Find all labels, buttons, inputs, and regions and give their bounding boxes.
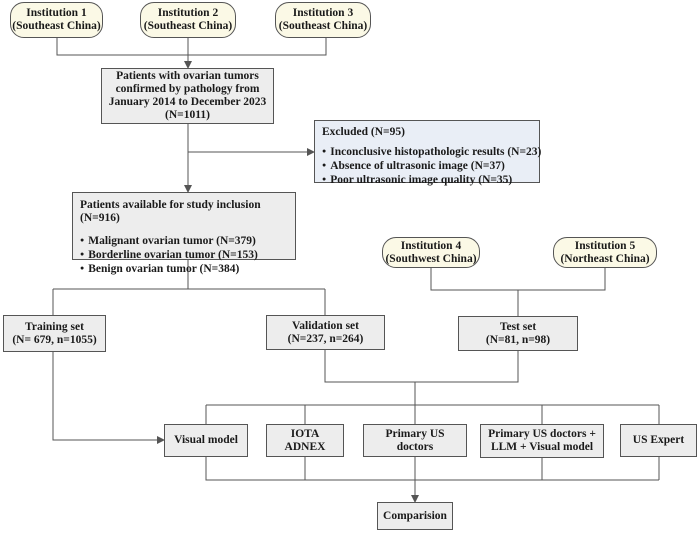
available-item: Benign ovarian tumor (N=384) [80, 262, 288, 276]
available-item: Borderline ovarian tumor (N=153) [80, 248, 288, 262]
patients-line-1: Patients with ovarian tumors [116, 70, 259, 82]
connector-val-test-down [324, 350, 519, 383]
institution-5-name: Institution 5 [574, 239, 636, 252]
institution-2-region: (Southeast China) [143, 20, 233, 32]
test-set-counts: (N=81, n=98) [485, 333, 551, 346]
institution-3-region: (Southeast China) [278, 20, 368, 32]
models-bottom-bus [205, 457, 660, 481]
training-set-counts: (N= 679, n=1055) [12, 333, 97, 346]
institution-1-region: (Southeast China) [12, 20, 101, 32]
excluded-list: Inconclusive histopathologic results (N=… [322, 145, 541, 187]
patients-line-3: January 2014 to December 2023 [108, 96, 267, 108]
visual-model-label: Visual model [174, 434, 238, 446]
validation-set-counts: (N=237, n=264) [287, 332, 364, 345]
us-expert-label: US Expert [632, 434, 685, 446]
institution-5-box: Institution 5 (Northeast China) [553, 237, 657, 268]
training-set-box: Training set (N= 679, n=1055) [3, 315, 106, 352]
iota-label-line-1: IOTA [290, 427, 320, 440]
iota-label-line-2: ADNEX [284, 440, 326, 453]
available-box: Patients available for study inclusion (… [72, 192, 296, 275]
institution-4-region: (Southwest China) [385, 252, 477, 265]
validation-set-box: Validation set (N=237, n=264) [266, 315, 385, 350]
test-set-box: Test set (N=81, n=98) [458, 316, 578, 351]
excluded-title: Excluded (N=95) [322, 126, 405, 138]
excluded-item: Poor ultrasonic image quality (N=35) [322, 173, 532, 187]
primary-us-line-1: Primary US [385, 427, 445, 440]
connector-inst4-5 [430, 268, 606, 291]
training-set-title: Training set [25, 320, 84, 333]
institution-2-box: Institution 2 (Southeast China) [140, 2, 236, 38]
institution-1-name: Institution 1 [26, 7, 87, 19]
connector-institutions-top [56, 38, 327, 56]
patients-line-4: (N=1011) [165, 109, 210, 121]
primary-us-line-2: doctors [396, 440, 434, 453]
comparison-label: Comparision [383, 509, 447, 522]
available-list: Malignant ovarian tumor (N=379) Borderli… [80, 234, 288, 276]
excluded-item: Inconclusive histopathologic results (N=… [322, 145, 541, 159]
institution-5-region: (Northeast China) [560, 252, 650, 265]
visual-model-box: Visual model [164, 424, 248, 457]
excluded-box: Excluded (N=95) Inconclusive histopathol… [314, 120, 541, 186]
iota-adnex-box: IOTA ADNEX [266, 424, 344, 457]
institution-2-name: Institution 2 [157, 7, 219, 19]
combined-line-1: Primary US doctors + [488, 428, 596, 440]
arrow-training-to-visual [52, 352, 165, 444]
patients-line-2: confirmed by pathology from [115, 83, 260, 95]
institution-3-name: Institution 3 [292, 7, 354, 19]
comparison-box: Comparision [377, 502, 453, 530]
primary-us-doctors-box: Primary US doctors [363, 424, 467, 457]
excluded-item: Absence of ultrasonic image (N=37) [322, 159, 532, 173]
combined-line-2: LLM + Visual model [490, 441, 594, 453]
patients-box: Patients with ovarian tumors confirmed b… [101, 68, 274, 124]
institution-3-box: Institution 3 (Southeast China) [275, 2, 371, 38]
models-drops [205, 405, 660, 424]
institution-4-name: Institution 4 [400, 239, 462, 252]
validation-set-title: Validation set [292, 319, 359, 332]
combined-model-box: Primary US doctors + LLM + Visual model [480, 424, 604, 458]
institution-4-box: Institution 4 (Southwest China) [382, 237, 480, 268]
institution-1-box: Institution 1 (Southeast China) [10, 2, 103, 38]
available-item: Malignant ovarian tumor (N=379) [80, 234, 288, 248]
us-expert-box: US Expert [620, 424, 697, 457]
test-set-title: Test set [499, 320, 537, 333]
available-title: Patients available for study inclusion (… [80, 199, 261, 224]
